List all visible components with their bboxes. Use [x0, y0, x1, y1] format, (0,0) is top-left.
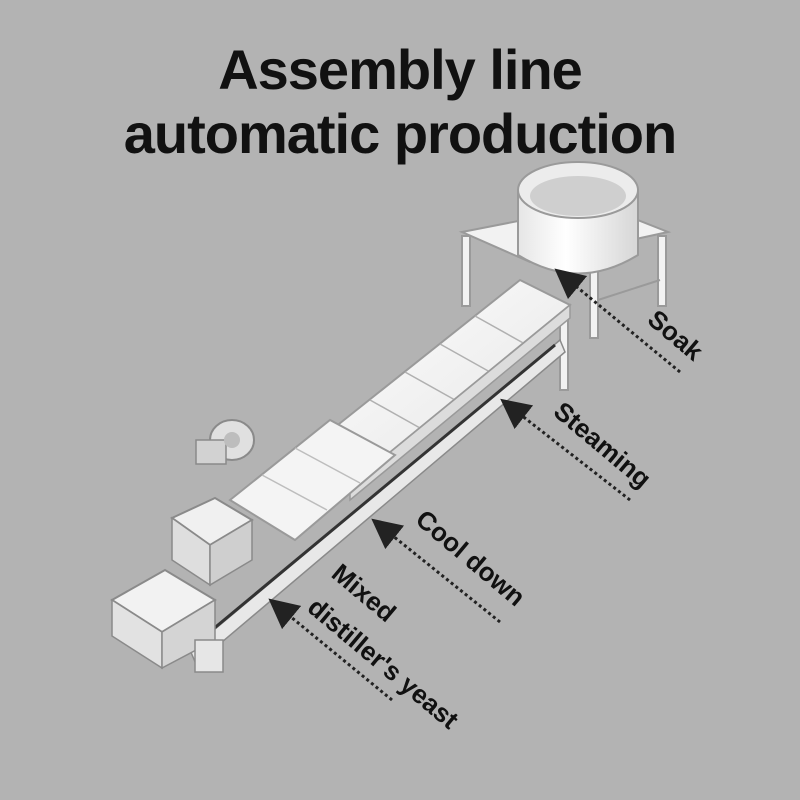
yeast-mixer [170, 496, 254, 587]
label-soak: Soak [642, 304, 709, 367]
soak-arrow [554, 268, 681, 374]
blower-motor [195, 419, 255, 465]
machine-illustration [110, 161, 672, 673]
conveyor-body [189, 278, 572, 666]
cool-down-arrow [371, 518, 501, 624]
page-title: Assembly line automatic production [0, 38, 800, 166]
callout-arrows [268, 268, 681, 702]
label-steaming: Steaming [548, 396, 657, 494]
discharge-box [110, 568, 224, 673]
soak-tank [517, 161, 639, 275]
label-cool-down: Cool down [410, 504, 531, 612]
title-line-1: Assembly line [218, 38, 583, 101]
yeast-arrow [268, 598, 393, 702]
title-line-2: automatic production [123, 102, 677, 165]
steaming-arrow [500, 398, 631, 502]
cooling-section [228, 418, 397, 542]
